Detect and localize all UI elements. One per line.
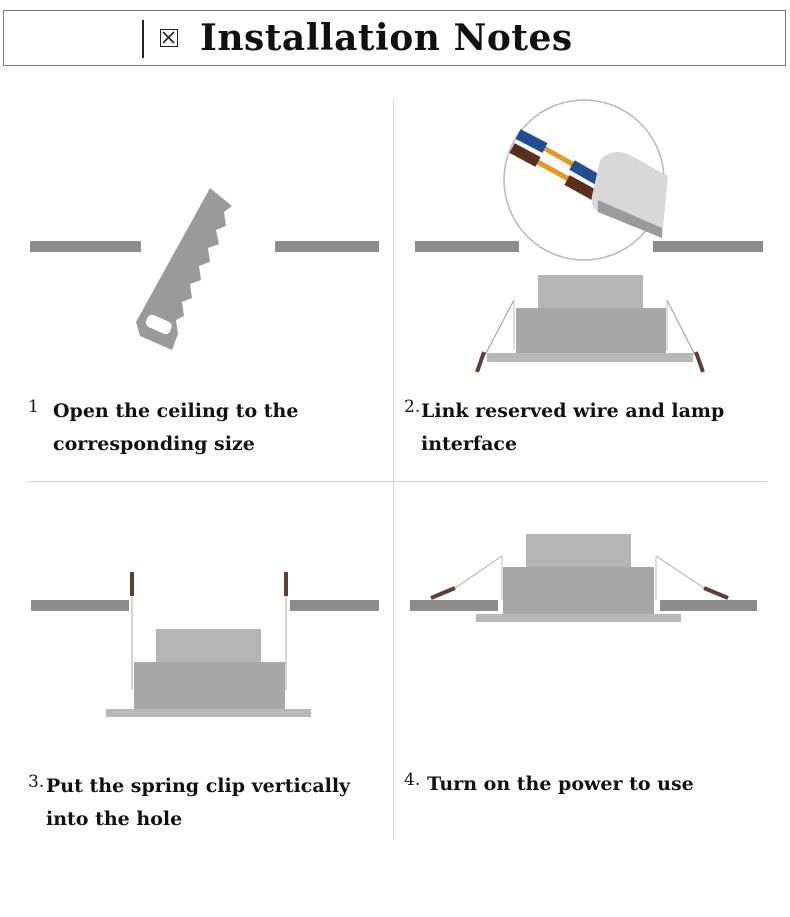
ceiling-left bbox=[31, 600, 129, 611]
saw-icon bbox=[136, 188, 232, 350]
step-2-number: 2. bbox=[404, 397, 421, 417]
ceiling-right bbox=[275, 241, 379, 252]
header-banner: Installation Notes bbox=[3, 10, 786, 66]
step-3-number: 3. bbox=[28, 772, 45, 792]
lamp-top bbox=[156, 629, 261, 662]
step-2: 2. Link reserved wire and lamp interface bbox=[404, 395, 754, 461]
grid-divider-horizontal bbox=[27, 481, 767, 482]
lamp-body bbox=[516, 308, 666, 353]
step-1-number: 1 bbox=[28, 397, 39, 417]
lamp-body bbox=[503, 567, 654, 614]
lamp-trim bbox=[106, 709, 311, 717]
step-1: 1 Open the ceiling to the corresponding … bbox=[28, 395, 378, 461]
ceiling-right bbox=[653, 241, 763, 252]
lamp-trim bbox=[487, 353, 693, 362]
close-box-icon bbox=[160, 29, 178, 47]
step-4: 4. Turn on the power to use bbox=[404, 768, 754, 801]
grid-divider-vertical bbox=[393, 100, 394, 840]
lamp-trim bbox=[476, 614, 681, 622]
ceiling-left bbox=[415, 241, 519, 252]
lamp-top bbox=[526, 534, 631, 567]
step-1-text: Open the ceiling to the corresponding si… bbox=[53, 400, 299, 455]
page-title: Installation Notes bbox=[200, 17, 573, 59]
wire-connector-icon bbox=[509, 129, 668, 238]
lamp-top bbox=[538, 275, 643, 309]
ceiling-left bbox=[410, 600, 498, 611]
ceiling-left bbox=[30, 241, 141, 252]
lamp-body bbox=[134, 662, 285, 709]
header-divider bbox=[142, 20, 144, 58]
step-4-text: Turn on the power to use bbox=[427, 773, 694, 795]
ceiling-right bbox=[290, 600, 379, 611]
step-3: 3. Put the spring clip vertically into t… bbox=[28, 770, 378, 836]
ceiling-right bbox=[660, 600, 757, 611]
step-2-text: Link reserved wire and lamp interface bbox=[421, 400, 725, 455]
step-3-text: Put the spring clip vertically into the … bbox=[46, 775, 351, 830]
step-4-number: 4. bbox=[404, 770, 421, 790]
